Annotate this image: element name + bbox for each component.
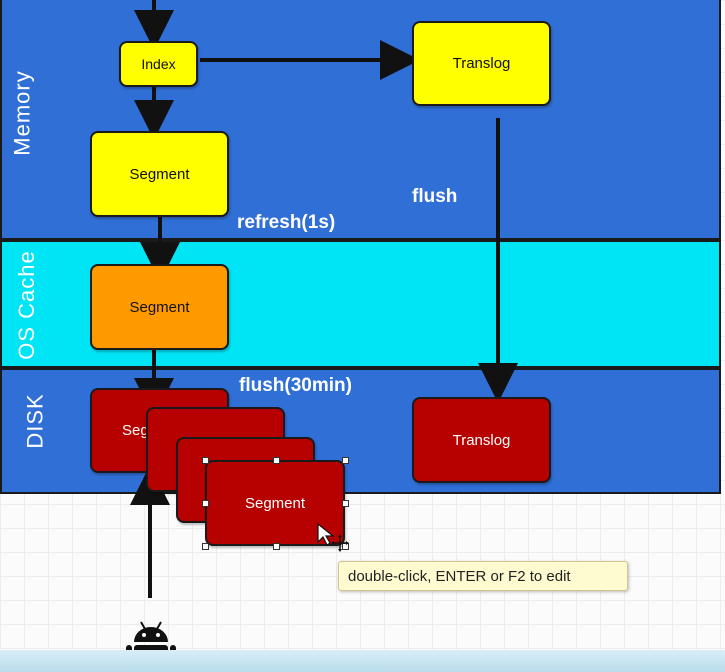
selection-handle-n[interactable]	[273, 457, 280, 464]
selection-handle-ne[interactable]	[342, 457, 349, 464]
flush-30min-label: flush(30min)	[239, 375, 352, 396]
selection-handle-w[interactable]	[202, 500, 209, 507]
refresh-label: refresh(1s)	[237, 212, 336, 233]
bottom-strip	[0, 650, 725, 672]
selection-handle-e[interactable]	[342, 500, 349, 507]
edit-tooltip: double-click, ENTER or F2 to edit	[338, 561, 628, 591]
translog-memory-box[interactable]: Translog	[412, 21, 551, 106]
selection-handle-sw[interactable]	[202, 543, 209, 550]
index-box[interactable]: Index	[119, 41, 198, 87]
selection-handle-nw[interactable]	[202, 457, 209, 464]
move-cursor-icon	[317, 522, 349, 552]
segment-os-cache-box[interactable]: Segment	[90, 264, 229, 350]
selection-handle-s[interactable]	[273, 543, 280, 550]
translog-disk-box[interactable]: Translog	[412, 397, 551, 483]
flush-label: flush	[412, 186, 458, 207]
segment-memory-box[interactable]: Segment	[90, 131, 229, 217]
